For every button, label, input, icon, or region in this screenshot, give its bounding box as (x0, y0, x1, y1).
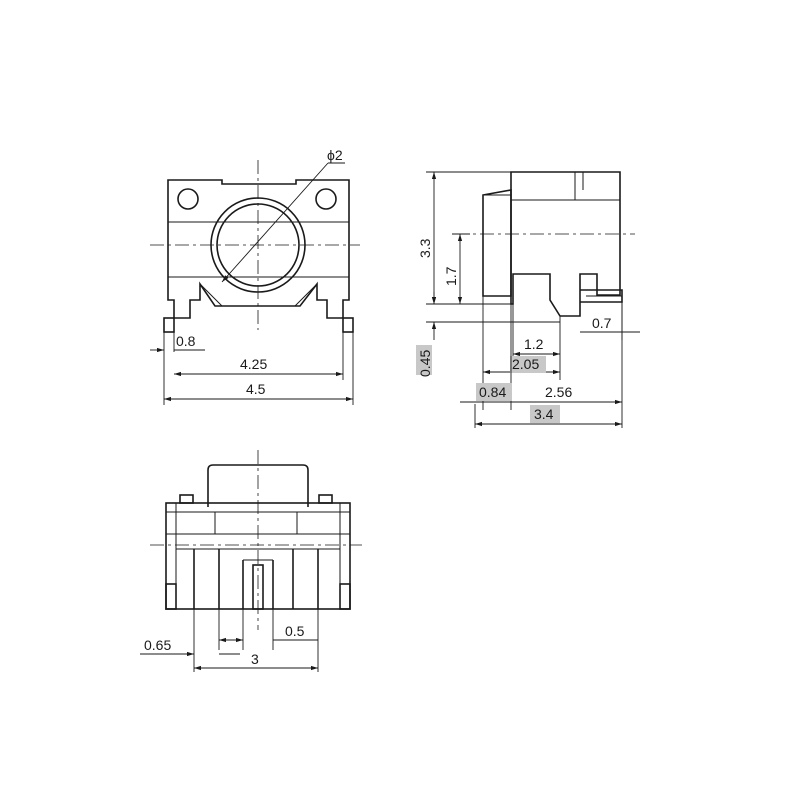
front-offset-label: 0.84 (479, 384, 506, 400)
inner-width-label: 4.25 (240, 356, 267, 372)
body-depth-label: 2.56 (545, 384, 572, 400)
pitch-label: 3 (251, 651, 259, 667)
total-width-label: 4.5 (246, 381, 266, 397)
standoff-label: 0.45 (417, 350, 433, 377)
lead-offset-label: 2.05 (512, 356, 539, 372)
total-height-label: 3.3 (417, 238, 433, 258)
edge-offset-label: 0.65 (144, 637, 171, 653)
diameter-label: ϕ2 (327, 147, 343, 163)
lead-width-label: 1.2 (524, 336, 544, 352)
side-view: 3.3 1.7 0.45 0.7 1.2 2.05 0.84 2.56 (416, 171, 640, 428)
front-view: ϕ2 0.8 4.25 4.5 (150, 147, 360, 405)
stem-height-label: 1.7 (443, 266, 459, 286)
top-view: 0.5 0.65 3 (140, 450, 362, 672)
total-depth-label: 3.4 (534, 406, 554, 422)
pad-width-label: 0.7 (592, 315, 612, 331)
pin-width-label: 0.8 (176, 333, 196, 349)
slot-width-label: 0.5 (285, 623, 305, 639)
